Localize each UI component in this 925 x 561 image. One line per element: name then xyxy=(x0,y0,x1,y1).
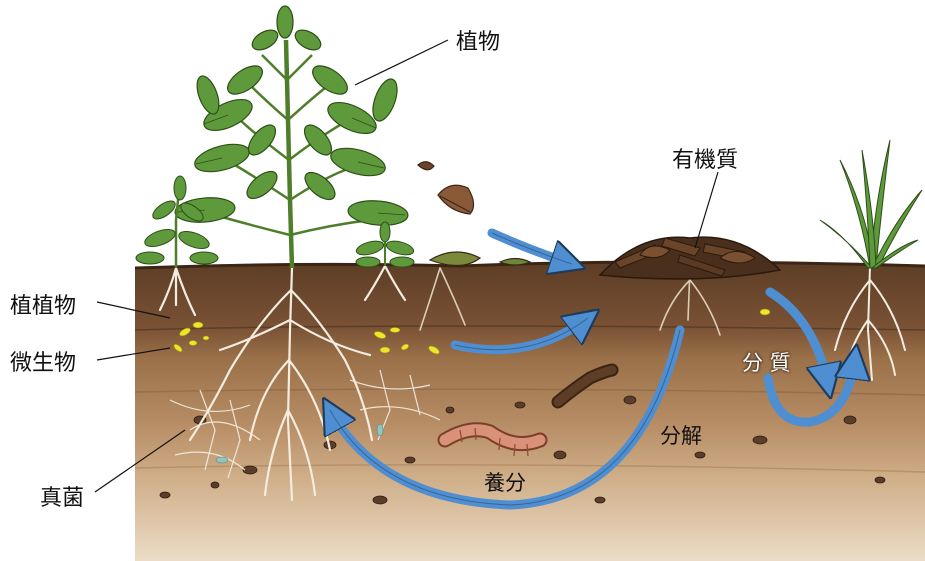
label-plant-left: 植植物 xyxy=(10,288,76,320)
leaf-icon xyxy=(418,162,530,266)
soil-block xyxy=(135,262,925,561)
organic-matter-pile xyxy=(600,237,780,279)
small-plant-middle xyxy=(355,222,415,267)
label-fungi: 真菌 xyxy=(40,480,84,512)
label-plant: 植物 xyxy=(456,24,500,56)
grass-clump xyxy=(820,140,922,268)
label-decomposition: 分解 xyxy=(660,420,702,450)
label-organic-matter: 有機質 xyxy=(672,142,738,174)
plant-icon xyxy=(174,6,409,268)
label-nutrients: 養分 xyxy=(484,467,526,497)
label-decomp-right: 分 質 xyxy=(742,347,791,377)
label-microbes: 微生物 xyxy=(10,345,76,377)
